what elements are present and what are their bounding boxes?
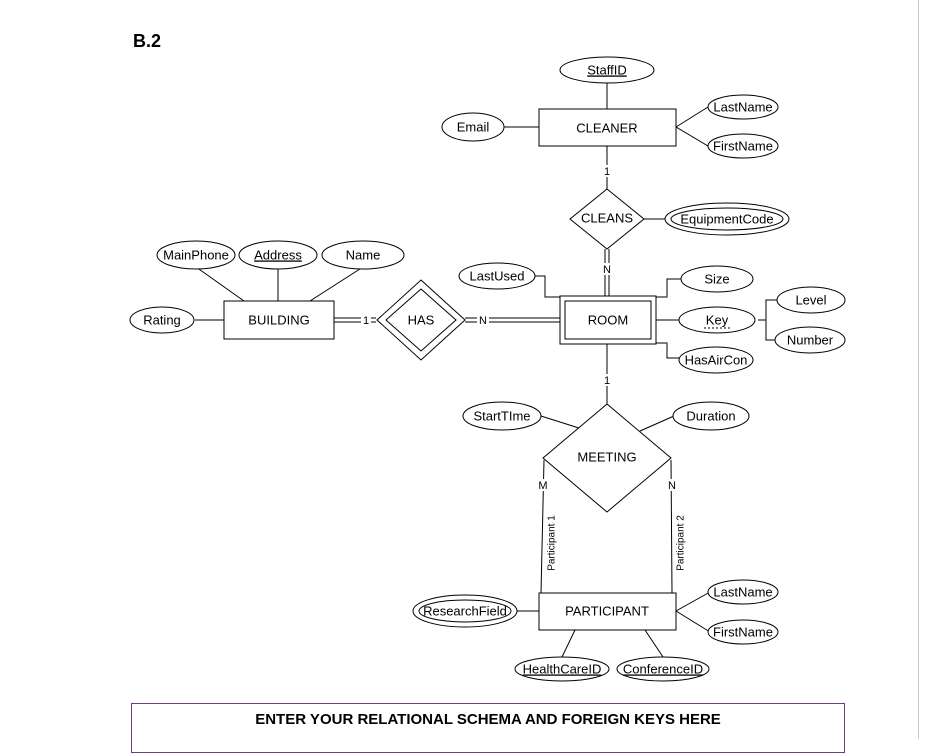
attr-participant-firstname [707, 619, 779, 645]
attr-size-label: Size [704, 271, 729, 286]
attr-cleaner-lastname-label: LastName [713, 99, 772, 114]
section-label: B.2 [133, 31, 162, 51]
card-has-room: N [479, 315, 487, 327]
entity-cleaner-label: CLEANER [576, 120, 637, 135]
attr-staffid [559, 56, 655, 84]
attr-duration [672, 401, 750, 431]
role-participant-1: Participant 1 [547, 515, 558, 571]
entity-building [223, 300, 335, 340]
attr-starttime [462, 401, 542, 431]
attr-rating [129, 306, 195, 334]
attr-number-label: Number [787, 332, 834, 347]
attr-equipmentcode-inner [670, 207, 784, 231]
attr-mainphone-label: MainPhone [163, 247, 229, 262]
attr-duration-label: Duration [686, 408, 735, 423]
attr-rating-label: Rating [143, 312, 181, 327]
line-participant-conferenceid [644, 629, 664, 658]
card-cleaner-cleans: 1 [604, 166, 610, 178]
attr-conferenceid-label: ConferenceID [623, 661, 703, 676]
line-meeting-duration [639, 415, 675, 432]
attr-mainphone [156, 240, 236, 270]
attr-cleaner-firstname-label: FirstName [713, 138, 773, 153]
card-cleans-room: N [603, 264, 611, 276]
attr-equipmentcode-label: EquipmentCode [680, 211, 773, 226]
attr-hasaircon-label: HasAirCon [685, 352, 748, 367]
attr-healthcareid [514, 656, 610, 682]
entity-participant-label: PARTICIPANT [565, 603, 649, 618]
answer-box-title: ENTER YOUR RELATIONAL SCHEMA AND FOREIGN… [255, 711, 721, 728]
attr-number [774, 326, 846, 354]
attr-researchfield-label: ResearchField [423, 603, 507, 618]
card-room-meeting: 1 [604, 375, 610, 387]
attr-level [776, 286, 846, 314]
attr-key [678, 306, 756, 334]
attr-key-label: Key [706, 312, 729, 327]
card-building-has: 1 [363, 315, 369, 327]
card-meeting-participant2: N [668, 480, 676, 492]
line-building-name [309, 266, 364, 302]
card-meeting-participant1: M [538, 480, 547, 492]
answer-box[interactable]: ENTER YOUR RELATIONAL SCHEMA AND FOREIGN… [131, 703, 845, 753]
line-building-mainphone [195, 266, 245, 302]
entity-room-label: ROOM [588, 312, 628, 327]
line-key-level [758, 299, 778, 321]
attr-cleaner-lastname [707, 94, 779, 120]
relationship-has-inner [385, 288, 457, 352]
attr-level-label: Level [795, 292, 826, 307]
relationship-has-label: HAS [408, 312, 435, 327]
relationship-meeting-label: MEETING [577, 449, 636, 464]
attr-size [680, 265, 754, 293]
relationship-cleans [569, 188, 645, 250]
attr-conferenceid [616, 656, 710, 682]
page-edge-rule [918, 0, 919, 739]
entity-building-label: BUILDING [248, 312, 309, 327]
attr-hasaircon [678, 346, 754, 374]
entity-room-inner [564, 300, 652, 340]
line-participant-healthcareid [561, 629, 576, 658]
line-participant-lastname [675, 591, 711, 612]
attr-starttime-label: StartTIme [473, 408, 530, 423]
line-room-size [656, 278, 681, 298]
attr-address-label: Address [254, 247, 302, 262]
attr-building-name-label: Name [346, 247, 381, 262]
role-participant-2: Participant 2 [676, 515, 687, 571]
attr-participant-lastname-label: LastName [713, 584, 772, 599]
relationship-meeting [542, 403, 672, 513]
attr-staffid-label: StaffID [587, 62, 627, 77]
attr-cleaner-email [441, 112, 505, 142]
attr-building-name [321, 240, 405, 270]
attr-participant-firstname-label: FirstName [713, 624, 773, 639]
attr-cleaner-email-label: Email [457, 119, 490, 134]
line-cleaner-lastname [675, 106, 709, 128]
attr-healthcareid-label: HealthCareID [523, 661, 602, 676]
line-participant-firstname [675, 610, 711, 633]
line-cleaner-firstname [675, 126, 709, 147]
line-room-hasaircon [656, 342, 681, 359]
attr-address [238, 240, 318, 270]
entity-cleaner [538, 108, 677, 147]
entity-participant [538, 592, 677, 631]
line-key-number [758, 319, 777, 341]
attr-lastused-label: LastUsed [470, 268, 525, 283]
relationship-cleans-label: CLEANS [581, 210, 633, 225]
attr-participant-lastname [707, 579, 779, 605]
attr-cleaner-firstname [707, 133, 779, 159]
line-room-lastused [535, 275, 560, 298]
attr-researchfield-inner [418, 599, 512, 623]
line-meeting-starttime [540, 415, 583, 430]
attr-lastused [458, 262, 536, 290]
